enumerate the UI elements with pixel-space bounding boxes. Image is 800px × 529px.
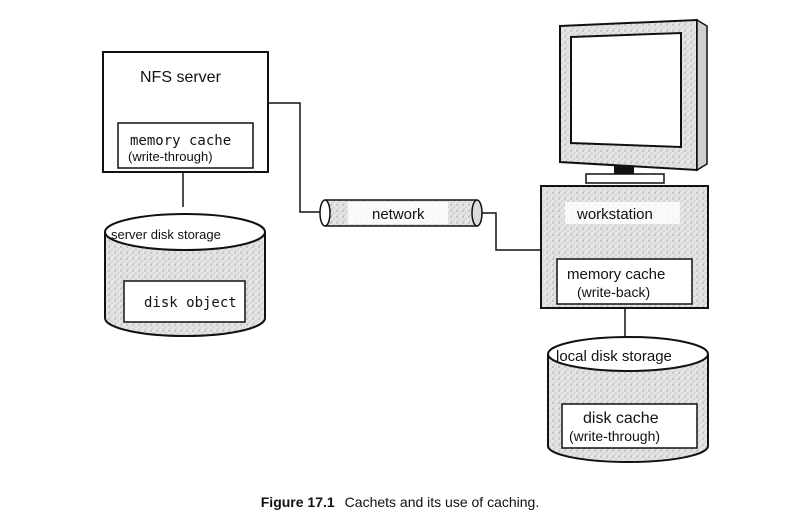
server-to-network-line <box>268 102 322 213</box>
workstation-title: workstation <box>576 206 653 223</box>
nfs-server-node: NFS server memory cache (write-through) <box>102 51 269 173</box>
server-disk-storage-title: server disk storage <box>111 227 221 242</box>
figure-caption-text: Cachets and its use of caching. <box>344 494 540 510</box>
local-disk-storage-title: local disk storage <box>556 348 672 365</box>
server-memory-cache-policy: (write-through) <box>128 149 213 164</box>
server-disk-storage: server disk storage disk object <box>104 213 266 337</box>
disk-cache-label: disk cache <box>583 410 659 427</box>
workstation-node: workstation memory cache (write-back) <box>540 185 709 309</box>
network-to-workstation-line <box>482 212 541 251</box>
server-memory-cache-label: memory cache <box>130 133 231 149</box>
workstation-memory-cache: memory cache (write-back) <box>556 258 693 305</box>
workstation-memory-cache-policy: (write-back) <box>577 284 650 300</box>
monitor-icon <box>559 18 708 184</box>
server-memory-cache: memory cache (write-through) <box>117 122 254 169</box>
nfs-server-title: NFS server <box>140 69 222 86</box>
disk-object: disk object <box>123 280 246 323</box>
network-pipe: network <box>319 199 483 227</box>
workstation-memory-cache-label: memory cache <box>567 266 665 283</box>
network-label: network <box>372 206 425 223</box>
disk-cache: disk cache (write-through) <box>561 403 698 449</box>
disk-cache-policy: (write-through) <box>569 428 660 444</box>
figure-caption: Figure 17.1 Cachets and its use of cachin… <box>0 494 800 510</box>
local-disk-storage: local disk storage disk cache (write-thr… <box>547 336 709 463</box>
disk-object-label: disk object <box>144 295 237 311</box>
figure-number: Figure 17.1 <box>260 494 335 510</box>
